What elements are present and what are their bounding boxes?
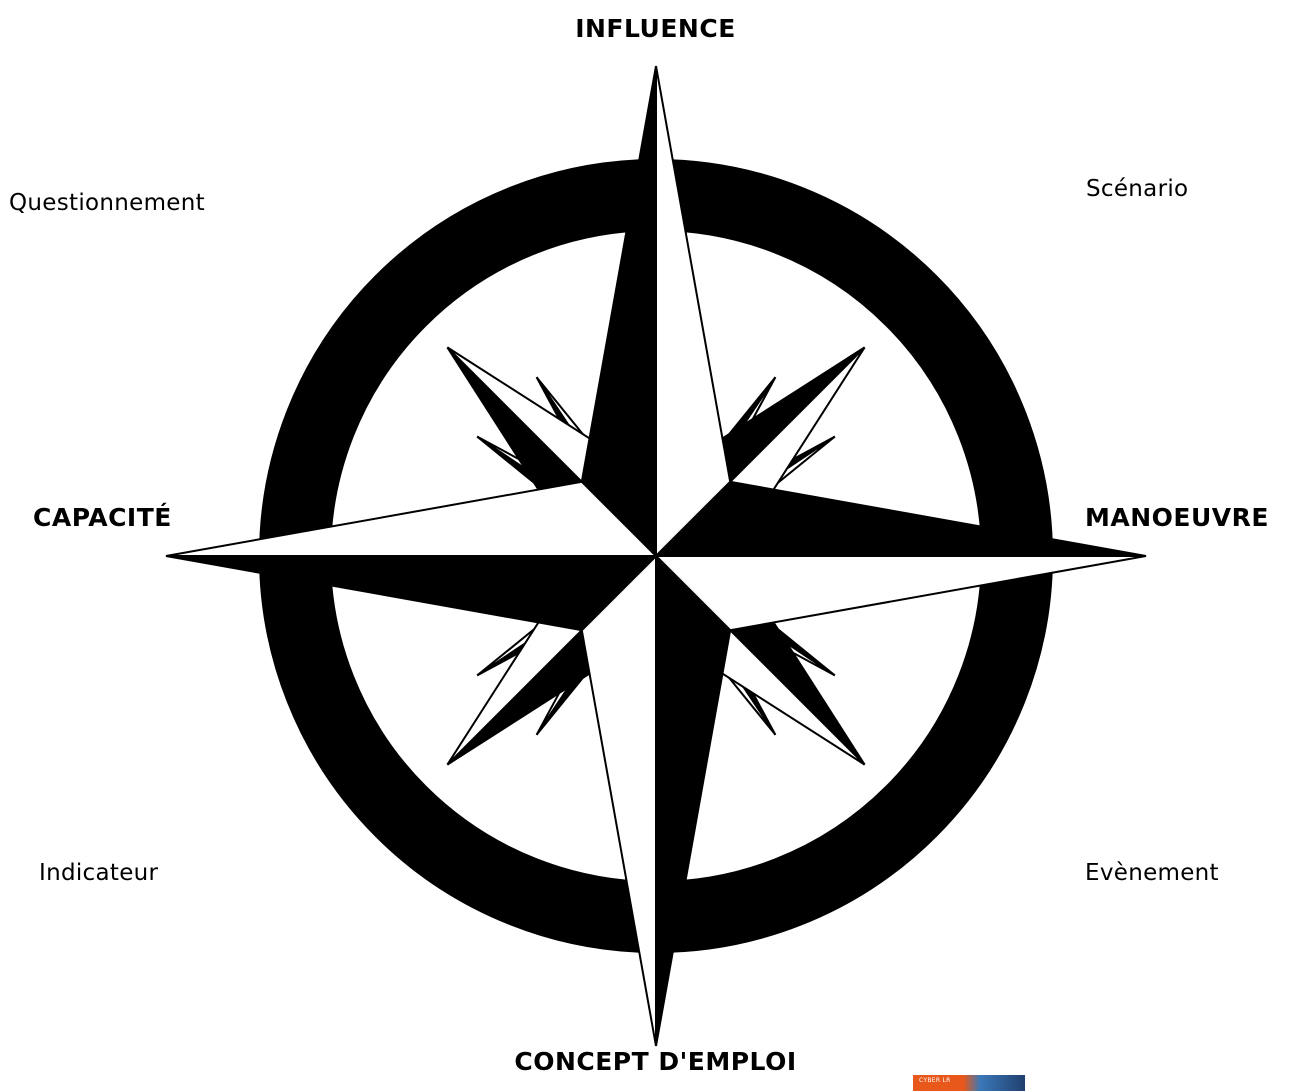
label-evenement: Evènement [1085, 860, 1219, 886]
cardinal-point-light-half [165, 480, 659, 557]
cardinal-point-light-half [655, 65, 732, 559]
cardinal-point-dark-half [655, 553, 732, 1047]
label-scenario: Scénario [1086, 176, 1189, 202]
label-influence: INFLUENCE [575, 14, 736, 43]
label-manoeuvre: MANOEUVRE [1085, 503, 1269, 532]
cardinal-point-dark-half [653, 480, 1147, 557]
book-thumbnail-title: CYBER LR [919, 1077, 951, 1084]
cardinal-point-dark-half [580, 65, 657, 559]
label-concept-emploi: CONCEPT D'EMPLOI [514, 1047, 797, 1076]
cardinal-point-light-half [580, 553, 657, 1047]
label-indicateur: Indicateur [39, 860, 159, 886]
label-questionnement: Questionnement [9, 190, 205, 216]
book-thumbnail: CYBER LR [913, 1075, 1025, 1091]
label-capacite: CAPACITÉ [33, 503, 172, 532]
cardinal-point-dark-half [165, 555, 659, 632]
cardinal-point-light-half [653, 555, 1147, 632]
